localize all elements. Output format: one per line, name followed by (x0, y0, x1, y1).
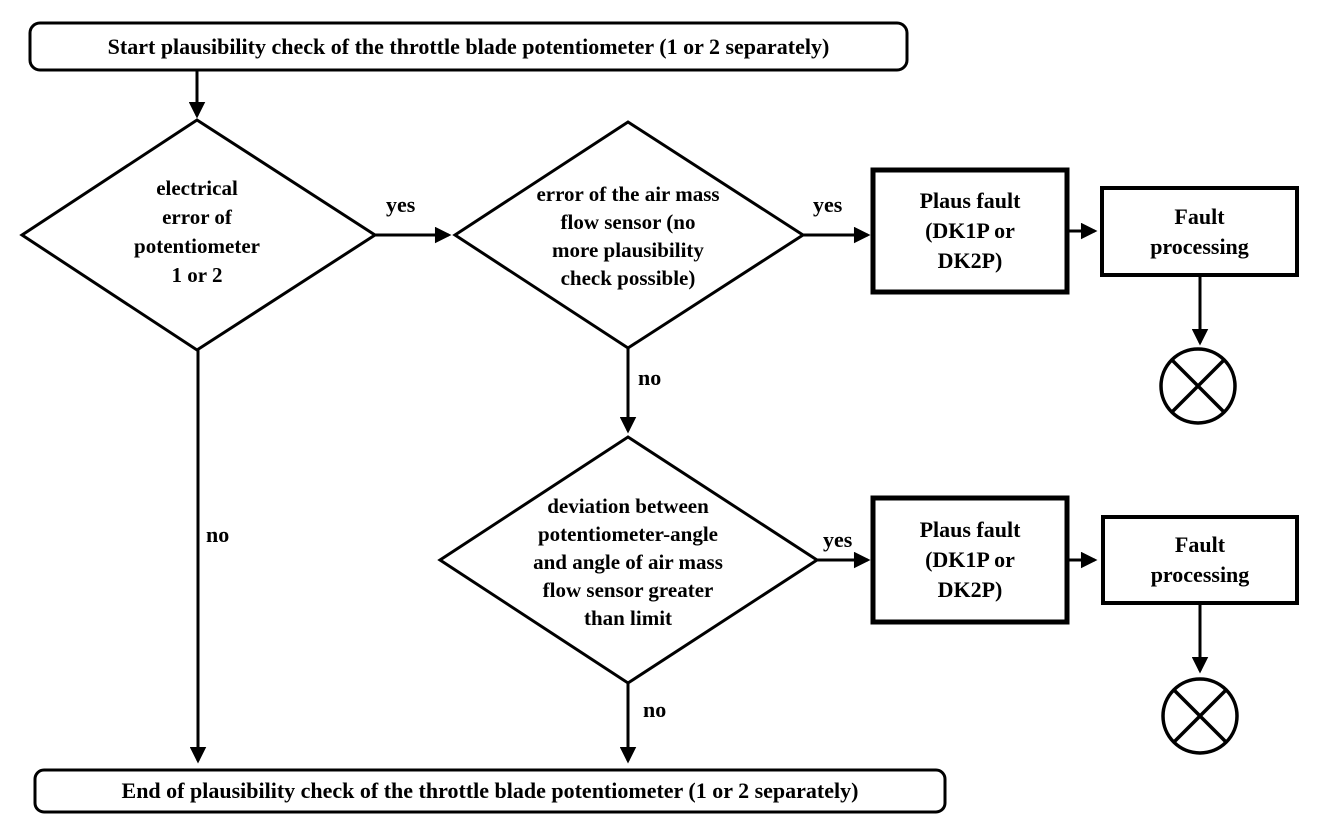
fault-processing-2-label: Fault processing (1150, 532, 1250, 587)
edge-label-decision2-yes: yes (813, 192, 843, 217)
plaus-fault-2-label: Plaus fault (DK1P or DK2P) (919, 517, 1021, 602)
fault-processing-1-shape (1100, 186, 1299, 277)
edge-label-decision3-no: no (643, 697, 667, 722)
decision-deviation-label: deviation between potentiometer-angle an… (533, 494, 723, 630)
terminal-cross-line-1b (1170, 358, 1226, 414)
end-node-shape (33, 768, 947, 814)
crossed-circle-terminal-1 (1159, 347, 1237, 425)
edge-label-decision1-no: no (206, 522, 230, 547)
decision-electrical-error-label: electrical error of potentiometer 1 or 2 (134, 176, 260, 287)
terminal-cross-line-2b (1172, 688, 1228, 744)
edge-label-decision3-yes: yes (823, 527, 853, 552)
plaus-fault-2-shape (870, 495, 1070, 625)
decision-airmass-error-label: error of the air mass flow sensor (no mo… (536, 182, 720, 290)
crossed-circle-terminal-2 (1161, 677, 1239, 755)
plaus-fault-1-shape (870, 167, 1070, 295)
start-node-label: Start plausibility check of the throttle… (107, 33, 830, 59)
edge-label-decision1-yes: yes (386, 192, 416, 217)
start-node-shape (28, 21, 909, 72)
fault-processing-1-label: Fault processing (1150, 203, 1249, 259)
end-node-label: End of plausibility check of the throttl… (121, 778, 859, 803)
fault-processing-2-shape (1101, 515, 1299, 605)
edge-label-decision2-no: no (638, 365, 662, 390)
plaus-fault-1-label: Plaus fault (DK1P or DK2P) (919, 188, 1021, 273)
